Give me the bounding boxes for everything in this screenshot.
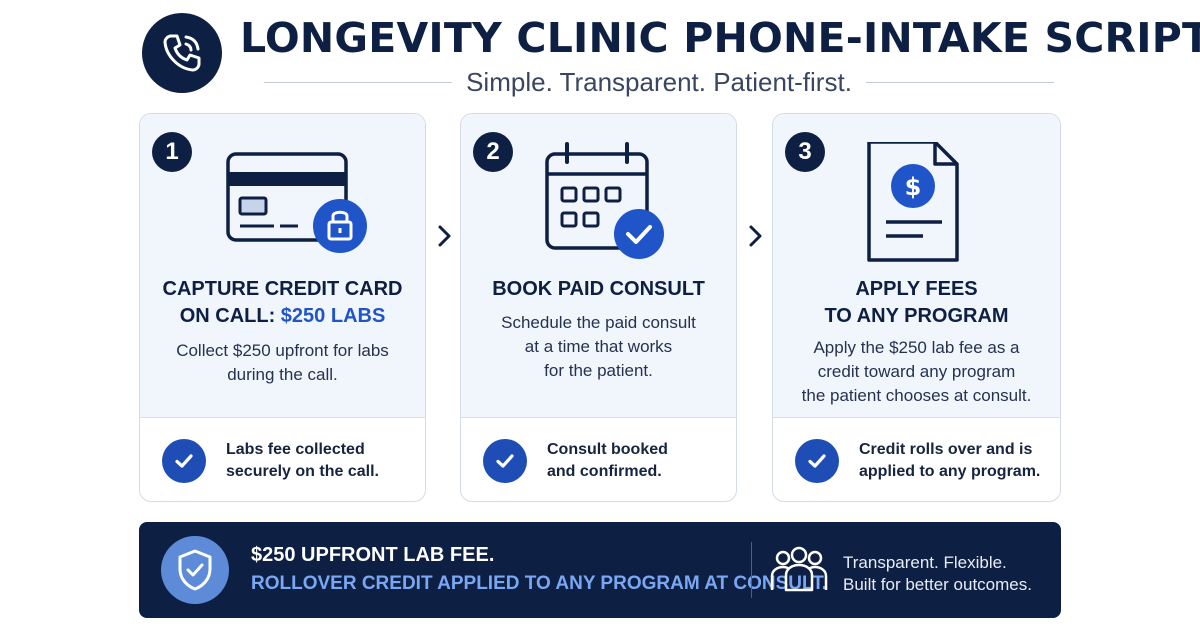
banner-tagline-line: Transparent. Flexible. — [843, 553, 1007, 572]
divider-right — [865, 81, 1055, 83]
step-heading-line: CAPTURE CREDIT CARD — [162, 278, 403, 300]
step-number-badge: 3 — [785, 132, 825, 172]
step-heading-line: TO ANY PROGRAM — [824, 305, 1009, 327]
step-footer: Labs fee collected securely on the call. — [140, 418, 425, 501]
calendar-check-icon — [461, 142, 736, 262]
step-footer-line: securely on the call. — [226, 462, 379, 480]
step-heading: CAPTURE CREDIT CARD ON CALL: $250 LABS — [140, 276, 425, 330]
phone-call-icon — [142, 13, 222, 93]
summary-banner: $250 UPFRONT LAB FEE. ROLLOVER CREDIT AP… — [139, 522, 1061, 618]
svg-text:$: $ — [905, 173, 922, 201]
step-heading: BOOK PAID CONSULT — [492, 278, 705, 300]
step-card-panel — [140, 114, 425, 418]
step-description-line: credit toward any program — [817, 362, 1016, 381]
step-description: Collect $250 upfront for labs during the… — [150, 339, 415, 387]
step-description-line: Apply the $250 lab fee as a — [813, 338, 1020, 357]
subtitle-row: Simple. Transparent. Patient-first. — [264, 66, 1055, 97]
banner-subline: ROLLOVER CREDIT APPLIED TO ANY PROGRAM A… — [251, 573, 828, 594]
step-card-3: 3 $ APPLY FEES TO ANY PROGRAM Apply the … — [772, 113, 1061, 502]
step-footer-line: and confirmed. — [547, 462, 662, 480]
checkmark-icon — [162, 438, 206, 483]
chevron-right-icon — [749, 225, 762, 247]
banner-tagline-line: Built for better outcomes. — [843, 575, 1032, 594]
page-subtitle: Simple. Transparent. Patient-first. — [466, 66, 852, 97]
step-description: Apply the $250 lab fee as a credit towar… — [783, 336, 1050, 408]
shield-check-icon — [161, 536, 229, 604]
step-card-2: 2 BOOK PAID CONSULT Schedule the paid co… — [460, 113, 737, 502]
step-footer-line: Labs fee collected — [226, 440, 365, 458]
banner-divider — [751, 542, 752, 598]
step-number-badge: 1 — [152, 132, 192, 172]
step-footer: Consult booked and confirmed. — [461, 418, 736, 501]
checkmark-icon — [483, 438, 527, 483]
step-description-line: during the call. — [227, 365, 338, 384]
people-group-icon — [769, 546, 829, 594]
step-description-line: Schedule the paid consult — [501, 313, 696, 332]
step-footer-line: applied to any program. — [859, 462, 1041, 480]
step-heading-accent: $250 LABS — [280, 305, 386, 327]
step-card-1: 1 CAPTURE CREDIT CARD ON CALL: $250 LABS… — [139, 113, 426, 502]
divider-left — [264, 81, 453, 83]
step-footer-line: Consult booked — [547, 440, 668, 458]
step-heading-line: APPLY FEES — [855, 278, 978, 300]
banner-tagline: Transparent. Flexible. Built for better … — [843, 552, 1032, 596]
step-description-line: Collect $250 upfront for labs — [176, 341, 389, 360]
chevron-right-icon — [438, 225, 451, 247]
step-description-line: for the patient. — [544, 361, 653, 380]
step-footer-text: Labs fee collected securely on the call. — [226, 439, 379, 483]
step-footer-text: Consult booked and confirmed. — [547, 439, 668, 483]
page-title: LONGEVITY CLINIC PHONE-INTAKE SCRIPT — [240, 14, 1200, 62]
step-description-line: at a time that works — [524, 337, 673, 356]
step-heading-line: ON CALL: $250 LABS — [140, 303, 425, 330]
step-footer: Credit rolls over and is applied to any … — [773, 418, 1060, 501]
step-heading: APPLY FEES TO ANY PROGRAM — [773, 276, 1060, 330]
checkmark-icon — [795, 438, 839, 483]
credit-card-lock-icon — [140, 142, 425, 262]
step-number-badge: 2 — [473, 132, 513, 172]
invoice-dollar-icon: $ — [773, 140, 1060, 262]
step-footer-line: Credit rolls over and is — [859, 440, 1033, 458]
step-heading-prefix: ON CALL: — [179, 305, 281, 327]
banner-headline: $250 UPFRONT LAB FEE. — [251, 544, 495, 566]
step-description: Schedule the paid consult at a time that… — [471, 311, 726, 383]
step-description-line: the patient chooses at consult. — [801, 386, 1032, 405]
step-footer-text: Credit rolls over and is applied to any … — [859, 439, 1040, 483]
